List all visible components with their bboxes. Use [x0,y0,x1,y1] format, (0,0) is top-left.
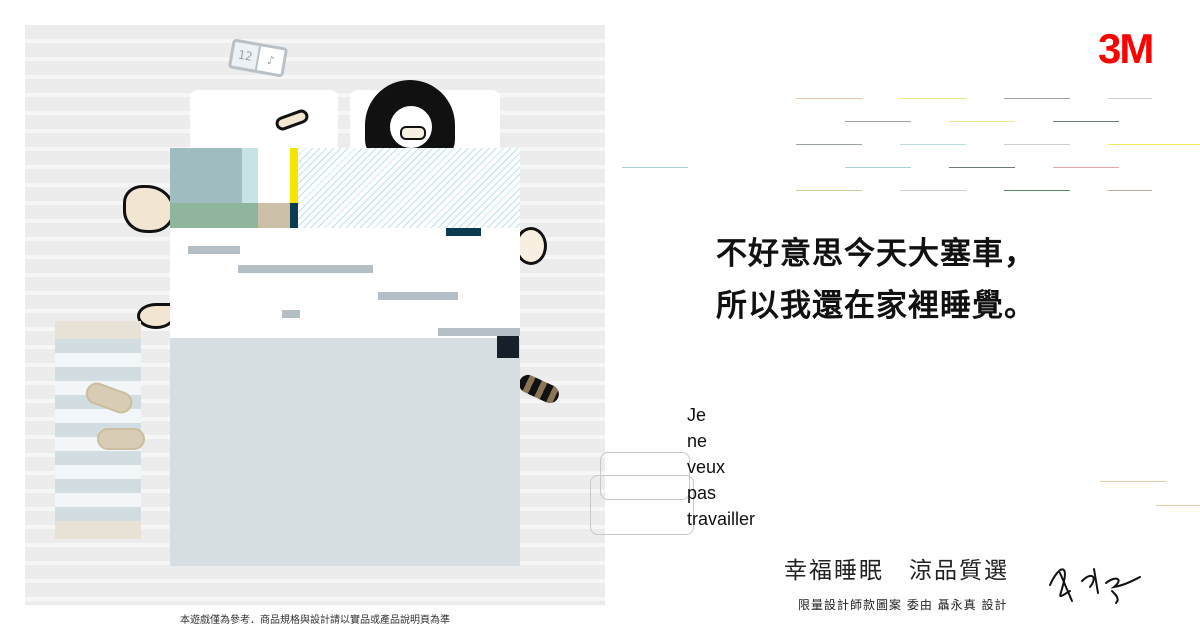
dash [1108,190,1152,191]
slipper-icon [97,428,145,450]
bedroom-illustration: 12 ♪ [25,25,605,605]
dash [796,190,862,191]
dash [900,144,966,145]
designer-credit: 限量設計師款圖案 委由 聶永真 設計 [798,598,1008,612]
disclaimer: 本遊戲僅為參考．商品規格與設計請以實品或產品說明頁為準 [180,615,450,626]
dash [949,121,1015,122]
grey-bar [238,265,373,273]
dash [1053,167,1119,168]
sleeping-woman-face [387,103,435,151]
blanket-label-tag [497,336,519,358]
dash [1108,144,1200,145]
dash [1004,144,1070,145]
alarm-clock-icon: 12 ♪ [227,38,289,78]
dash [845,121,911,122]
striped-tail-icon [516,371,562,407]
swatch [290,203,298,228]
dash [1100,481,1166,482]
headline: 不好意思今天大塞車， 所以我還在家裡睡覺。 [716,228,1036,332]
grey-bar [188,246,240,254]
grey-bar [378,292,458,300]
swatch [290,148,298,203]
dash [622,167,688,168]
blanket-pattern-top [170,148,520,338]
dash [1108,98,1152,99]
swatch [242,148,258,203]
dash [796,98,862,99]
headline-line-2: 所以我還在家裡睡覺。 [716,288,1036,324]
clock-note: ♪ [256,46,285,75]
designer-signature [1049,568,1141,604]
french-text: Je ne veux pas travailler [687,402,755,532]
navy-bar [446,228,481,236]
swatch [258,203,290,228]
dash [949,167,1015,168]
dash [900,98,966,99]
dash [1004,190,1070,191]
headline-line-1: 不好意思今天大塞車， [716,236,1036,272]
slogan: 幸福睡眠 涼品質選 [784,558,1009,584]
dash [845,167,911,168]
french-word: veux [687,457,726,477]
swatch [170,203,258,228]
swatch [170,148,242,203]
blanket [170,148,520,566]
sketch-outline [590,475,694,535]
grey-bar [282,310,300,318]
dash [1053,121,1119,122]
french-word: pas [687,483,717,503]
hatched-pattern [298,148,520,228]
french-word: Je [687,405,707,425]
swatch [258,148,290,203]
dash [1004,98,1070,99]
dog-icon [123,185,175,233]
brand-logo: 3M [1098,25,1154,72]
french-word: ne [687,431,708,451]
dash [796,144,862,145]
dash [1156,505,1200,506]
grey-bar [438,328,520,336]
dash [900,190,966,191]
french-word: travailler [687,509,756,529]
